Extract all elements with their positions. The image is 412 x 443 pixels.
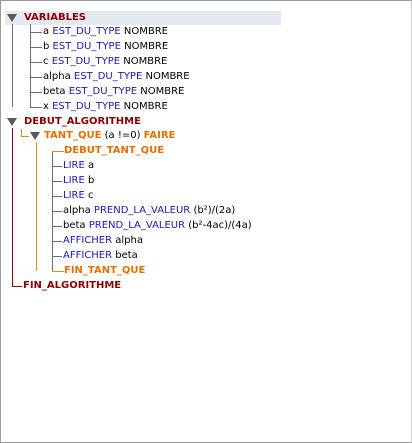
tree-connector xyxy=(30,107,42,108)
statement-beta-assign[interactable]: beta PREND_LA_VALEUR (b²-4ac)/(4a) xyxy=(63,220,252,231)
variable-decl-x[interactable]: x EST_DU_TYPE NOMBRE xyxy=(43,101,168,112)
statement-afficher-beta[interactable]: AFFICHER beta xyxy=(63,250,138,261)
statement-lire-a[interactable]: LIRE a xyxy=(63,160,95,171)
statement-lire-b[interactable]: LIRE b xyxy=(63,175,95,186)
tree-connector xyxy=(52,181,62,182)
tree-connector xyxy=(12,286,22,287)
tree-connector xyxy=(30,32,42,33)
variable-decl-b[interactable]: b EST_DU_TYPE NOMBRE xyxy=(43,41,169,52)
variable-decl-beta[interactable]: beta EST_DU_TYPE NOMBRE xyxy=(43,86,185,97)
collapse-arrow-icon[interactable] xyxy=(7,14,17,22)
statement-lire-c[interactable]: LIRE c xyxy=(63,190,94,201)
variable-decl-c[interactable]: c EST_DU_TYPE NOMBRE xyxy=(43,56,168,67)
tree-connector xyxy=(52,241,62,242)
tree-connector xyxy=(52,166,62,167)
debut-algorithme-label: DEBUT_ALGORITHME xyxy=(24,116,141,127)
tree-connector xyxy=(21,129,22,137)
tree-connector xyxy=(52,211,62,212)
tree-connector xyxy=(52,196,62,197)
tree-connector xyxy=(30,62,42,63)
variable-decl-alpha[interactable]: alpha EST_DU_TYPE NOMBRE xyxy=(43,71,190,82)
statement-alpha-assign[interactable]: alpha PREND_LA_VALEUR (b²)/(2a) xyxy=(63,205,236,216)
tree-node-fin-tant-que[interactable]: FIN_TANT_QUE xyxy=(64,265,146,276)
tree-connector xyxy=(52,256,62,257)
variable-decl-a[interactable]: a EST_DU_TYPE NOMBRE xyxy=(43,26,168,37)
tree-connector xyxy=(12,24,13,107)
tree-connector xyxy=(30,24,31,107)
tree-connector xyxy=(30,92,42,93)
collapse-arrow-icon[interactable] xyxy=(30,132,40,140)
tree-connector xyxy=(52,226,62,227)
tree-node-variables[interactable]: VARIABLES xyxy=(5,11,281,25)
tree-connector xyxy=(30,47,42,48)
tree-node-fin-algorithme[interactable]: FIN_ALGORITHME xyxy=(23,280,122,291)
collapse-arrow-icon[interactable] xyxy=(7,118,17,126)
tree-connector xyxy=(52,151,64,152)
tree-connector xyxy=(30,77,42,78)
variables-label: VARIABLES xyxy=(24,12,86,23)
statement-afficher-alpha[interactable]: AFFICHER alpha xyxy=(63,235,143,246)
tree-node-debut-tant-que[interactable]: DEBUT_TANT_QUE xyxy=(64,145,165,156)
tree-connector xyxy=(12,128,13,286)
tree-connector xyxy=(21,136,29,137)
tree-connector xyxy=(52,271,64,272)
tree-connector xyxy=(36,142,37,271)
